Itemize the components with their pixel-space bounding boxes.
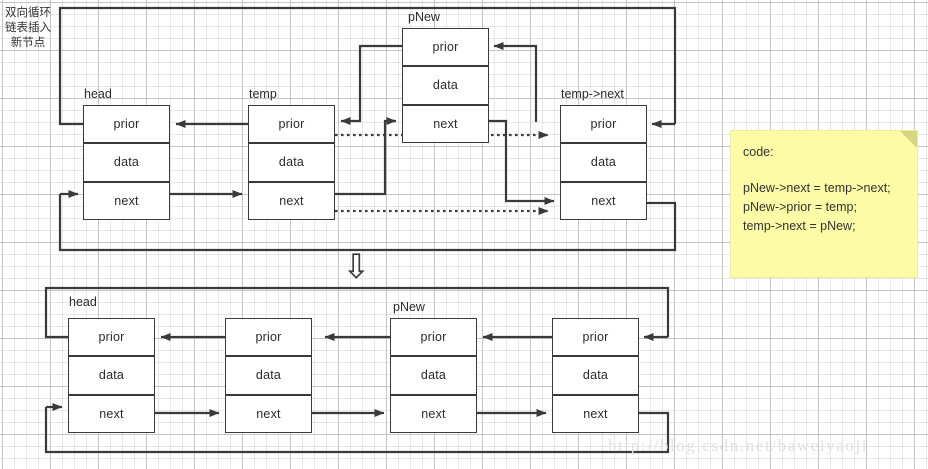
note-code: pNew->next = temp->next; pNew->prior = t… bbox=[743, 181, 891, 233]
node-head-cell-data: data bbox=[83, 143, 170, 182]
wire-pnew-next-to-tempnext-prior bbox=[488, 119, 555, 205]
node-bottom-head-cell-prior: prior bbox=[68, 318, 155, 357]
node-bottom-pnew-cell-next: next bbox=[390, 394, 477, 433]
watermark: http://blog.csdn.net/baweiyaoji bbox=[608, 436, 869, 455]
note-heading: code: bbox=[743, 145, 774, 159]
node-tempnext-cell-prior: prior bbox=[560, 105, 647, 144]
node-bottom-head-cell-next: next bbox=[68, 394, 155, 433]
code-note: code: pNew->next = temp->next; pNew->pri… bbox=[730, 130, 918, 278]
node-bottom-pnew-cell-prior: prior bbox=[390, 318, 477, 357]
node-tempnext-cell-data: data bbox=[560, 143, 647, 182]
node-bottom-head-cell-data: data bbox=[68, 356, 155, 395]
node-head-cell-prior: prior bbox=[83, 105, 170, 144]
node-head: prior data next bbox=[83, 105, 170, 220]
node-tempnext: prior data next bbox=[560, 105, 647, 220]
node-bottom-second-cell-prior: prior bbox=[225, 318, 312, 357]
node-temp: prior data next bbox=[248, 105, 335, 220]
diagram-title-label: 双向循环链表插入新节点 bbox=[5, 7, 51, 49]
node-bottom-second-cell-data: data bbox=[225, 356, 312, 395]
node-label-head: head bbox=[84, 87, 112, 101]
node-bottom-second-cell-next: next bbox=[225, 394, 312, 433]
node-label-pnew: pNew bbox=[408, 10, 440, 24]
node-temp-cell-data: data bbox=[248, 143, 335, 182]
node-bottom-fourth-cell-data: data bbox=[552, 356, 639, 395]
node-temp-cell-next: next bbox=[248, 181, 335, 220]
node-bottom-fourth-cell-prior: prior bbox=[552, 318, 639, 357]
node-bottom-pnew-cell-data: data bbox=[390, 356, 477, 395]
node-pnew: prior data next bbox=[402, 28, 489, 143]
node-temp-cell-prior: prior bbox=[248, 105, 335, 144]
node-bottom-fourth-cell-next: next bbox=[552, 394, 639, 433]
old-links-dotted bbox=[335, 131, 549, 215]
wire-temp-next-to-pnew bbox=[335, 117, 397, 196]
bottom-outer-ring-lower bbox=[44, 403, 670, 454]
node-tempnext-cell-next: next bbox=[560, 181, 647, 220]
node-label-bottom-head: head bbox=[69, 295, 97, 309]
node-label-bottom-pnew: pNew bbox=[393, 300, 425, 314]
top-outer-ring-lower bbox=[58, 190, 677, 252]
top-outer-ring-upper bbox=[58, 6, 677, 128]
node-pnew-cell-prior: prior bbox=[402, 28, 489, 67]
node-bottom-head: prior data next bbox=[68, 318, 155, 433]
node-label-temp: temp bbox=[249, 87, 277, 101]
node-head-cell-next: next bbox=[83, 181, 170, 220]
transition-down-arrow-icon: ⇩ bbox=[342, 247, 371, 287]
node-pnew-cell-data: data bbox=[402, 66, 489, 105]
node-label-tempnext: temp->next bbox=[561, 87, 624, 101]
note-fold-corner-icon bbox=[900, 131, 917, 148]
node-bottom-fourth: prior data next bbox=[552, 318, 639, 433]
node-pnew-cell-next: next bbox=[402, 104, 489, 143]
bottom-outer-ring-upper bbox=[44, 286, 670, 341]
node-bottom-second: prior data next bbox=[225, 318, 312, 433]
wire-pnew-prior-to-temp bbox=[340, 44, 402, 125]
node-bottom-pnew: prior data next bbox=[390, 318, 477, 433]
wire-tempnext-prior-to-pnew bbox=[493, 42, 538, 122]
